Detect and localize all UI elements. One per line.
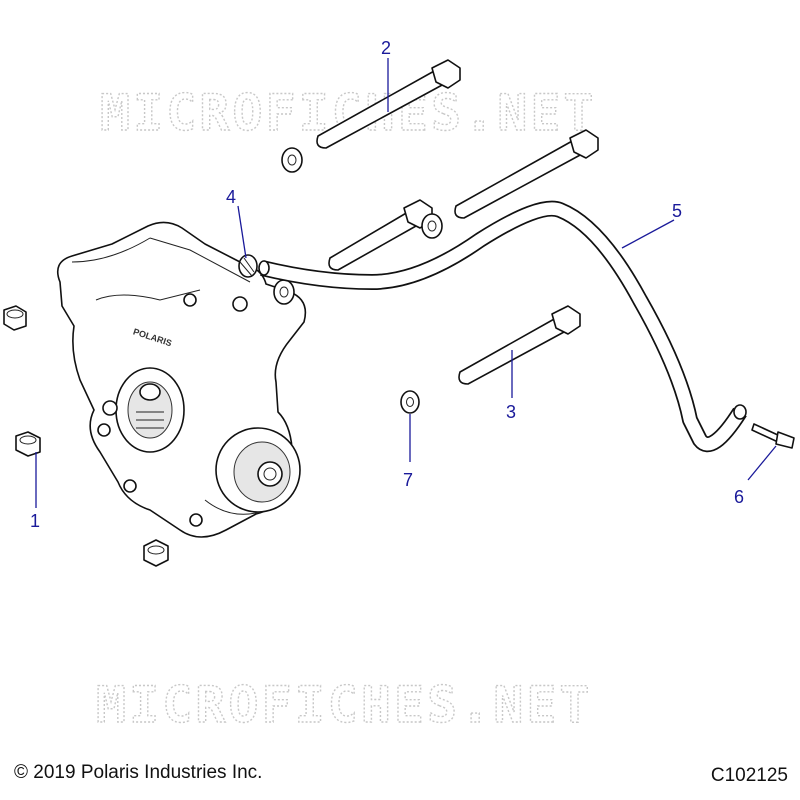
svg-text:5: 5 <box>672 201 682 221</box>
svg-text:2: 2 <box>381 38 391 58</box>
svg-text:3: 3 <box>506 402 516 422</box>
gearcase-housing: POLARIS <box>56 221 307 538</box>
svg-text:7: 7 <box>403 470 413 490</box>
part-1-nut-upper <box>3 305 27 331</box>
part-7-washer <box>400 390 420 414</box>
part-3-bolt <box>458 305 581 385</box>
part-6-vent-fitting <box>751 423 795 449</box>
part-4-clamp <box>238 254 258 278</box>
svg-text:1: 1 <box>30 511 40 531</box>
part-1-nut-lower <box>143 539 169 567</box>
callout-1: 1 <box>30 452 40 531</box>
part-1-nut-middle <box>15 431 41 457</box>
svg-text:4: 4 <box>226 187 236 207</box>
part-5-vent-hose <box>258 200 747 453</box>
bolt-middle <box>328 199 433 271</box>
callout-7: 7 <box>403 414 413 490</box>
callout-5: 5 <box>621 201 682 249</box>
bolt-upper-right <box>454 129 599 219</box>
callout-6: 6 <box>734 445 777 507</box>
svg-text:6: 6 <box>734 487 744 507</box>
callout-2: 2 <box>381 38 391 112</box>
washer-middle-right <box>421 213 443 239</box>
washer-near-hose <box>273 279 295 305</box>
figure-id: C102125 <box>710 765 788 786</box>
part-2-bolt <box>316 59 461 149</box>
callout-4: 4 <box>226 187 247 259</box>
copyright-notice: © 2019 Polaris Industries Inc. <box>14 762 263 783</box>
watermark-bottom: MICROFICHES.NET <box>96 676 593 734</box>
part-2-washer <box>281 147 303 173</box>
callout-3: 3 <box>506 350 516 422</box>
